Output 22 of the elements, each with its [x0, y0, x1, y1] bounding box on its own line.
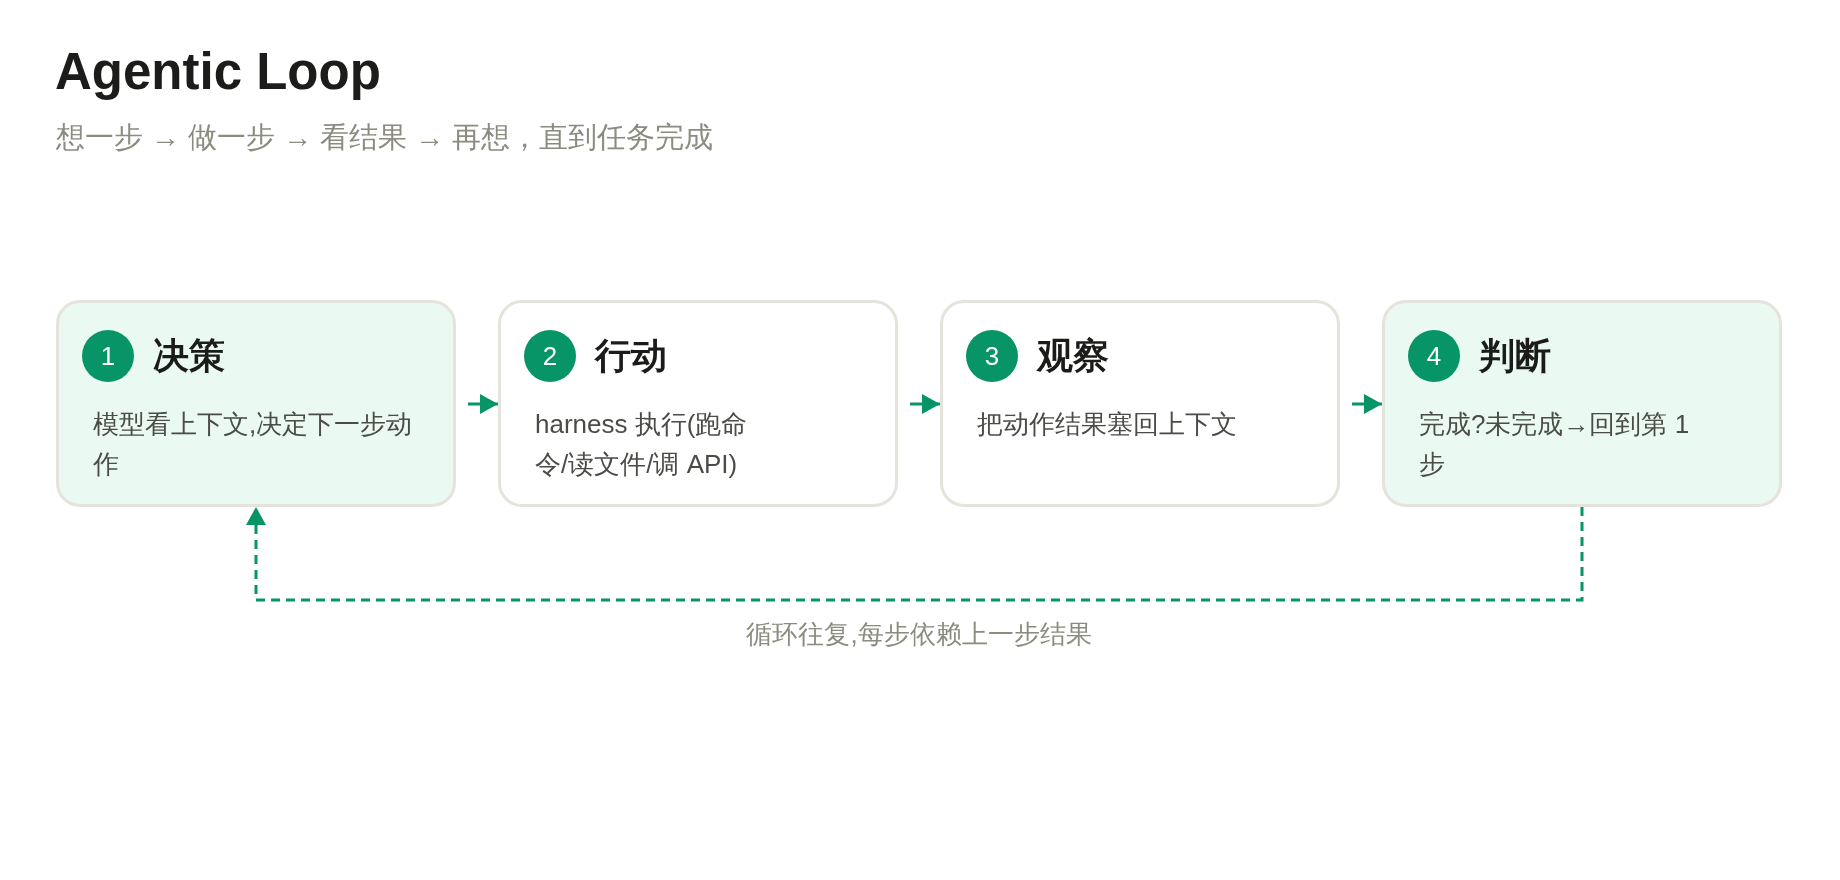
step-number: 1	[82, 330, 134, 382]
step-description: 模型看上下文,决定下一步动作	[93, 408, 414, 481]
arrow	[910, 394, 940, 414]
step-description: 把动作结果塞回上下文	[977, 408, 1238, 441]
step-card	[498, 300, 898, 507]
step-number: 4	[1408, 330, 1460, 382]
step-card	[1382, 300, 1782, 507]
step-title: 行动	[595, 334, 667, 378]
arrow	[1352, 394, 1382, 414]
step-description: 完成?未完成→回到第 1 步	[1419, 408, 1691, 481]
step-number: 2	[524, 330, 576, 382]
arrow	[468, 394, 498, 414]
step-card	[56, 300, 456, 507]
step-title: 判断	[1479, 334, 1551, 378]
step-number: 3	[966, 330, 1018, 382]
step-card	[940, 300, 1340, 507]
step-title: 决策	[153, 334, 225, 378]
dashed-loop-arrow	[246, 507, 1584, 602]
diagram-title: Agentic Loop	[55, 42, 381, 102]
step-title: 观察	[1037, 334, 1109, 378]
subtitle: 想一步 → 做一步 → 看结果 → 再想，直到任务完成	[56, 120, 714, 155]
step-description: harness 执行(跑命令/读文件/调 API)	[535, 408, 749, 481]
